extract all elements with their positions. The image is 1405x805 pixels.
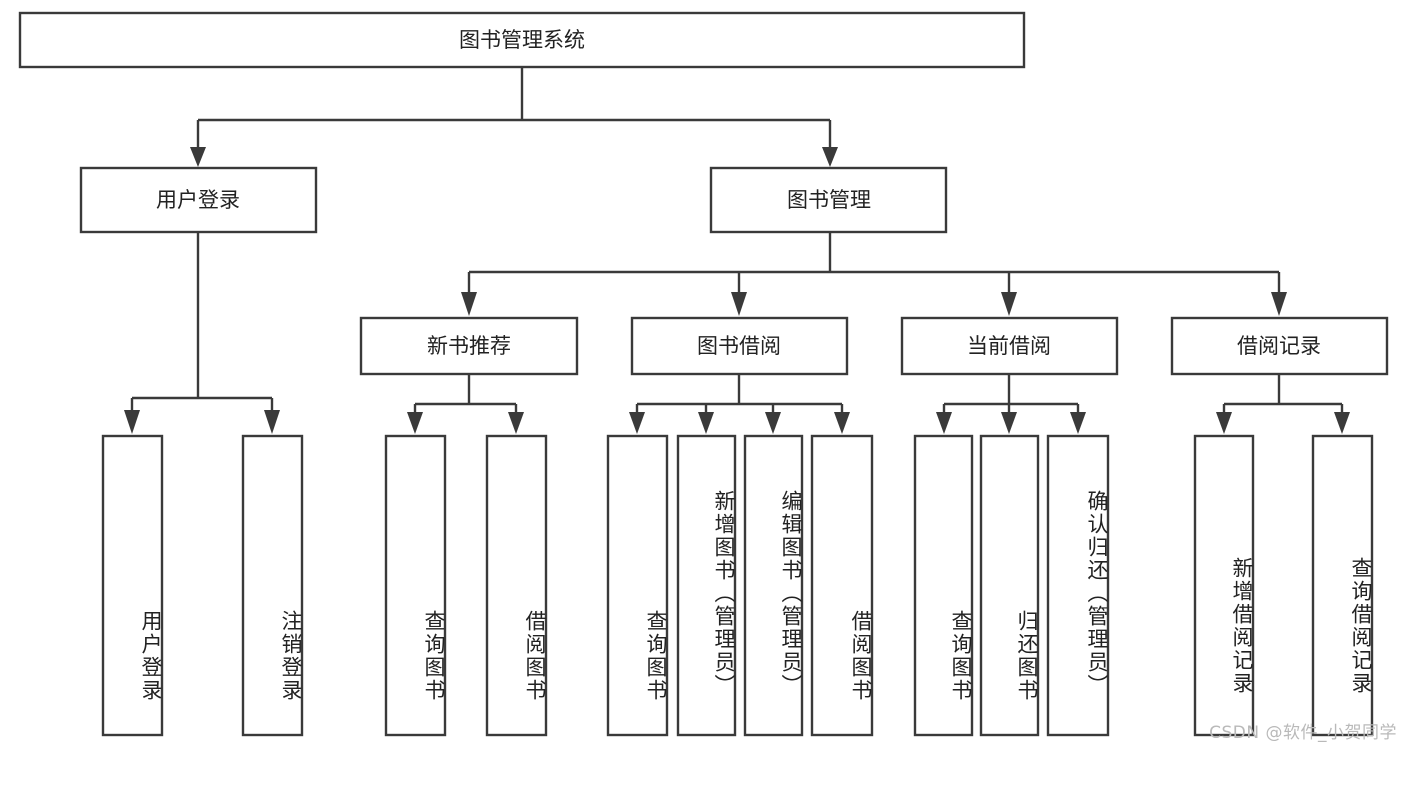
arrow-bookmgmt-to-record: [1271, 292, 1287, 316]
node-user-login-label: 用户登录: [156, 188, 240, 212]
node-book-borrow-box[interactable]: [630, 316, 849, 376]
arrow-current-leaf-1: [936, 412, 952, 434]
flowchart-diagram: 图书管理系统 用户登录 图书管理 新书推荐 图书借阅 当前借阅 借阅记录: [18, 11, 1397, 743]
node-root-label: 图书管理系统: [459, 28, 585, 52]
node-book-mgmt-box[interactable]: [709, 166, 948, 234]
leaf-box-return-book[interactable]: [979, 434, 1040, 737]
arrow-borrow-leaf-2: [698, 412, 714, 434]
leaf-box-confirm-return-admin[interactable]: [1046, 434, 1110, 737]
leaf-box-borrow-book-newrec[interactable]: [485, 434, 548, 737]
leaf-box-borrow-book[interactable]: [810, 434, 874, 737]
node-current-borrow-label: 当前借阅: [967, 334, 1051, 358]
node-user-login-box[interactable]: [79, 166, 318, 234]
node-new-book-rec-label: 新书推荐: [427, 334, 511, 358]
leaf-box-edit-book-admin[interactable]: [743, 434, 804, 737]
arrow-userlogin-leaf-1: [124, 410, 140, 434]
connector-layer: [124, 67, 1350, 434]
tree-svg-canvas: 图书管理系统 用户登录 图书管理 新书推荐 图书借阅 当前借阅 借阅记录: [18, 11, 1389, 737]
csdn-watermark: CSDN @软件_小贺同学: [1209, 723, 1397, 743]
leaf-box-query-book-borrow[interactable]: [606, 434, 669, 737]
arrow-record-leaf-1: [1216, 412, 1232, 434]
leaf-box-layer: [101, 434, 1374, 737]
node-borrow-record-label: 借阅记录: [1237, 334, 1321, 358]
arrow-borrow-leaf-1: [629, 412, 645, 434]
arrow-root-to-book-mgmt: [822, 147, 838, 167]
arrow-record-leaf-2: [1334, 412, 1350, 434]
leaf-box-query-book-current[interactable]: [913, 434, 974, 737]
node-root-box[interactable]: [18, 11, 1026, 69]
node-box-layer: 图书管理系统 用户登录 图书管理 新书推荐 图书借阅 当前借阅 借阅记录: [18, 11, 1389, 376]
arrow-bookmgmt-to-borrow: [731, 292, 747, 316]
leaf-box-query-borrow-record[interactable]: [1311, 434, 1374, 737]
arrow-current-leaf-3: [1070, 412, 1086, 434]
arrow-bookmgmt-to-current: [1001, 292, 1017, 316]
node-current-borrow-box[interactable]: [900, 316, 1119, 376]
arrow-borrow-leaf-4: [834, 412, 850, 434]
leaf-box-add-book-admin[interactable]: [676, 434, 737, 737]
arrow-root-to-user-login: [190, 147, 206, 167]
leaf-box-user-login[interactable]: [101, 434, 164, 737]
leaf-box-query-book-newrec[interactable]: [384, 434, 447, 737]
node-book-mgmt-label: 图书管理: [787, 188, 871, 212]
leaf-box-logout[interactable]: [241, 434, 304, 737]
arrow-newbook-leaf-2: [508, 412, 524, 434]
node-borrow-record-box[interactable]: [1170, 316, 1389, 376]
arrow-newbook-leaf-1: [407, 412, 423, 434]
arrow-bookmgmt-to-newbook: [461, 292, 477, 316]
leaf-box-add-borrow-record[interactable]: [1193, 434, 1255, 737]
node-new-book-rec-box[interactable]: [359, 316, 579, 376]
node-book-borrow-label: 图书借阅: [697, 334, 781, 358]
arrow-userlogin-leaf-2: [264, 410, 280, 434]
arrow-borrow-leaf-3: [765, 412, 781, 434]
arrow-current-leaf-2: [1001, 412, 1017, 434]
